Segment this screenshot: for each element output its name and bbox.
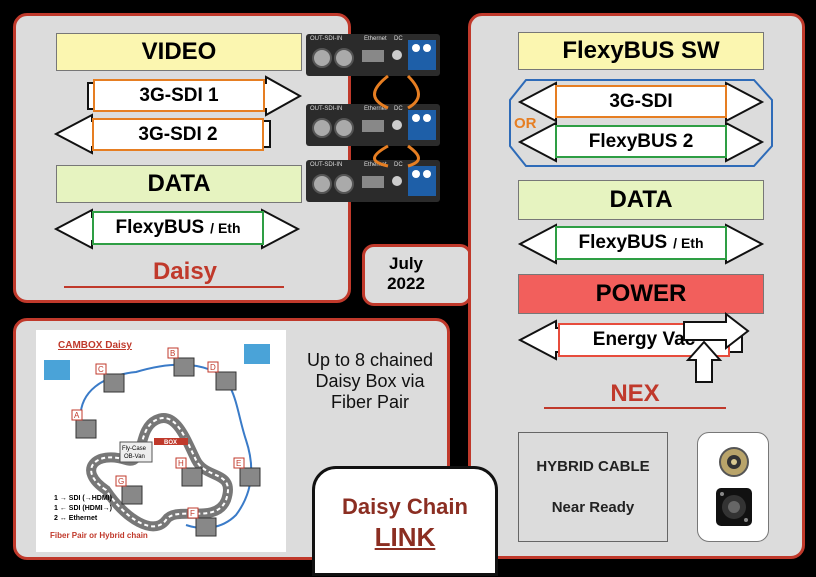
- date-month: July: [388, 254, 424, 273]
- daisy-flexybus-text: FlexyBUS: [115, 217, 205, 238]
- van-label-1: Fly-Case: [122, 446, 147, 452]
- track-map: CAMBOX Daisy Fly-Case OB-Van BOX A B C D…: [44, 340, 270, 540]
- daisy-title: Daisy: [152, 258, 218, 285]
- legend-line-1: 1 → SDI (→HDMI): [54, 495, 112, 502]
- video-header: VIDEO: [56, 33, 302, 71]
- nex-data-header: DATA: [518, 180, 764, 220]
- daisy-box-device-1: OUT-SDI-IN Ethernet DC: [306, 34, 440, 76]
- camera-h: H: [175, 457, 203, 487]
- power-input-arrows: [683, 311, 750, 383]
- nex-title-underline: [544, 407, 726, 409]
- svg-text:F: F: [190, 509, 195, 518]
- camera-f: F: [187, 507, 217, 537]
- camera-d: D: [207, 361, 237, 391]
- camera-b: B: [167, 347, 195, 377]
- svg-text:C: C: [98, 365, 104, 374]
- connector-icon: [716, 447, 752, 526]
- svg-text:B: B: [170, 349, 175, 358]
- box-label: BOX: [164, 440, 177, 446]
- fiber-cables: [373, 74, 420, 168]
- daisy-title-underline: [64, 286, 284, 288]
- svg-text:H: H: [178, 459, 184, 468]
- sdi1-label: 3G-SDI 1: [93, 79, 265, 112]
- link-title: Daisy Chain: [342, 494, 468, 519]
- daisy-eth-text: / Eth: [210, 220, 241, 236]
- or-label: OR: [514, 115, 537, 132]
- hybrid-cable-title: HYBRID CABLE: [536, 458, 650, 475]
- svg-text:D: D: [210, 363, 216, 372]
- daisy-flexybus-label: FlexyBUS / Eth: [92, 211, 264, 245]
- chain-caption: Up to 8 chained Daisy Box via Fiber Pair: [306, 350, 434, 412]
- hybrid-cable-box: [518, 432, 668, 542]
- diagram-footer: Fiber Pair or Hybrid chain: [50, 531, 148, 540]
- cambox-diagram-title: CAMBOX Daisy: [58, 340, 132, 351]
- nex-flexybus-label: FlexyBUS / Eth: [555, 226, 727, 260]
- camera-a: A: [71, 409, 97, 439]
- date-box: [362, 244, 472, 306]
- or-group-outline: [509, 79, 773, 167]
- camera-c: C: [95, 363, 125, 393]
- power-header: POWER: [518, 274, 764, 314]
- nex-sdi-label: 3G-SDI: [555, 85, 727, 118]
- nex-title: NEX: [610, 380, 660, 407]
- daisy-data-header: DATA: [56, 165, 302, 203]
- svg-text:E: E: [236, 459, 241, 468]
- svg-text:G: G: [118, 477, 124, 486]
- link-subtitle: LINK: [374, 522, 436, 552]
- hybrid-cable-status: Near Ready: [551, 499, 635, 516]
- camera-g: G: [115, 475, 143, 505]
- daisy-box-device-3: OUT-SDI-IN Ethernet DC: [306, 160, 440, 202]
- link-box: [312, 466, 498, 576]
- camera-e: E: [233, 457, 261, 487]
- flexybus-sw-header: FlexyBUS SW: [518, 32, 764, 70]
- cambox-diagram: CAMBOX Daisy Fly-Case OB-Van BOX A B C D…: [36, 330, 286, 552]
- date-year: 2022: [387, 274, 425, 293]
- nex-flexybus2-label: FlexyBUS 2: [555, 125, 727, 158]
- sdi2-label: 3G-SDI 2: [92, 118, 264, 151]
- daisy-box-device-2: OUT-SDI-IN Ethernet DC: [306, 104, 440, 146]
- legend-line-2: 1 ← SDI (HDMI→): [54, 505, 112, 512]
- date-text: July 2022: [370, 254, 442, 294]
- legend-line-3: 2 ↔ Ethernet: [54, 515, 98, 522]
- svg-text:A: A: [74, 411, 80, 420]
- van-label-2: OB-Van: [124, 454, 145, 460]
- nex-eth-text: / Eth: [673, 235, 704, 251]
- nex-flexybus-text: FlexyBUS: [578, 232, 668, 253]
